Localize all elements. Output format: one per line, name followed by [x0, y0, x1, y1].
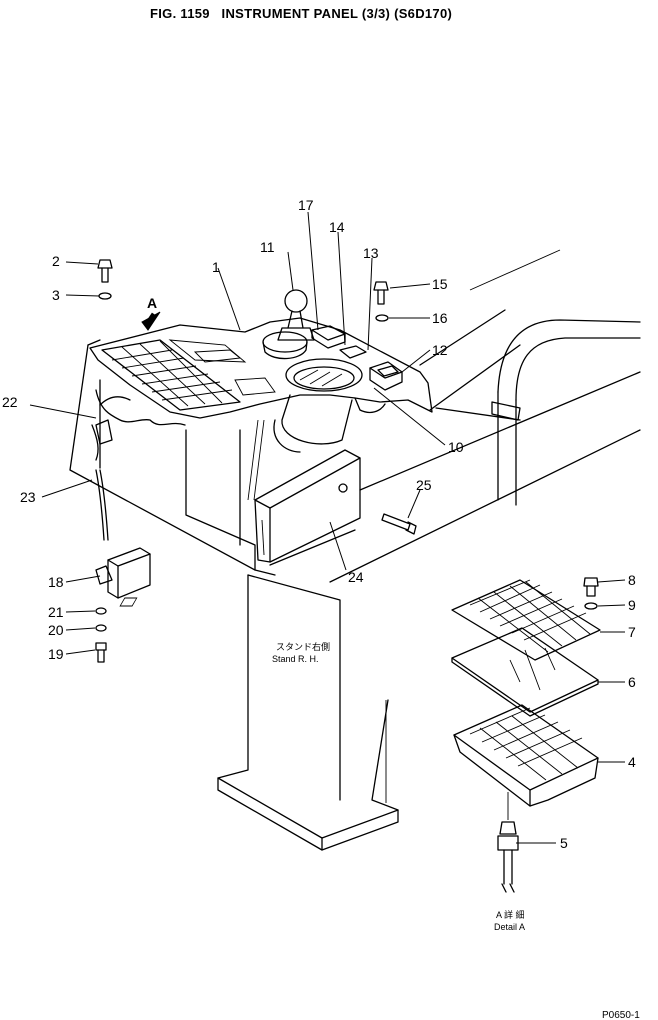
callout-20: 20 [48, 622, 64, 638]
callout-6: 6 [628, 674, 636, 690]
cab-frame [329, 249, 641, 583]
callout-8: 8 [628, 572, 636, 588]
callout-25: 25 [416, 477, 432, 493]
leader-lines [29, 211, 626, 844]
callout-12: 12 [432, 342, 448, 358]
stand-label-japanese: スタンド右側 [276, 641, 330, 652]
instrument-panel-plate [89, 317, 433, 453]
callout-11: 11 [260, 239, 275, 255]
callout-numbers: 1 2 3 4 5 6 7 8 9 10 11 12 13 14 15 16 1… [2, 197, 636, 851]
callout-15: 15 [432, 276, 448, 292]
panel-housing [69, 339, 356, 576]
callout-23: 23 [20, 489, 36, 505]
switch-group [311, 325, 403, 391]
callout-18: 18 [48, 574, 64, 590]
callout-17: 17 [298, 197, 314, 213]
detail-label-english: Detail A [494, 922, 525, 932]
callout-22: 22 [2, 394, 18, 410]
control-lever [262, 289, 315, 360]
callout-21: 21 [48, 604, 64, 620]
view-a-arrow [141, 311, 161, 331]
detail-label-japanese: A 詳 細 [496, 909, 525, 920]
callout-1: 1 [212, 259, 220, 275]
callout-16: 16 [432, 310, 448, 326]
figure-title: FIG. 1159 INSTRUMENT PANEL (3/3) (S6D170… [150, 6, 453, 21]
relay-unit [95, 547, 151, 599]
view-a-label: A [147, 295, 157, 311]
fasteners [95, 259, 599, 663]
callout-4: 4 [628, 754, 636, 770]
side-cover [254, 449, 361, 563]
callout-24: 24 [348, 569, 364, 585]
drawing-reference-code: P0650-1 [602, 1010, 640, 1020]
detail-a-parts [119, 579, 601, 893]
callout-3: 3 [52, 287, 60, 303]
wire-harness [91, 389, 265, 541]
stand-label-english: Stand R. H. [272, 654, 319, 664]
stand-pedestal [217, 574, 399, 851]
callout-7: 7 [628, 624, 636, 640]
callout-13: 13 [363, 245, 379, 261]
callout-14: 14 [329, 219, 345, 235]
callout-2: 2 [52, 253, 60, 269]
callout-5: 5 [560, 835, 568, 851]
callout-9: 9 [628, 597, 636, 613]
callout-10: 10 [448, 439, 464, 455]
callout-19: 19 [48, 646, 64, 662]
